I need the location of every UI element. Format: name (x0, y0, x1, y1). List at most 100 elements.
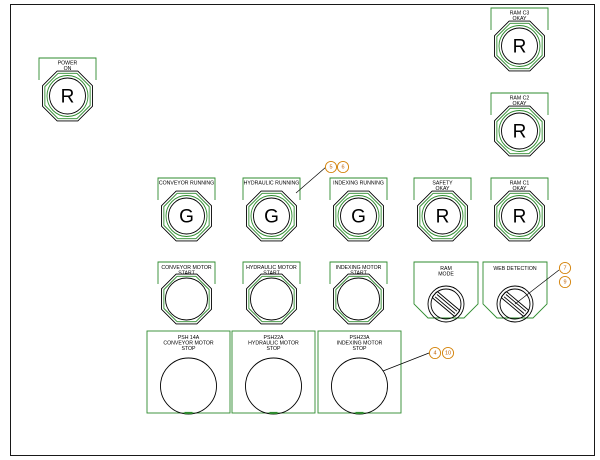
legend-plate-outline (329, 261, 388, 284)
selector-web-detection[interactable]: WEB DETECTION (482, 261, 548, 323)
device-label-line: CONVEYOR MOTOR (163, 341, 214, 347)
callout-number: 7 (563, 265, 566, 271)
button-octagon-bezel (161, 273, 212, 325)
legend-plate-outline (490, 92, 549, 115)
callout-number: 6 (341, 164, 344, 170)
device-label-line: START (263, 271, 280, 277)
legend-plate-outline (157, 177, 216, 200)
indicator-lens-letter: R (436, 207, 450, 228)
selector-body (499, 288, 531, 320)
legend-plate-outline (242, 261, 301, 284)
callout-bubble (558, 261, 572, 275)
button-cap (165, 277, 208, 321)
indicator-octagon-inner (163, 192, 210, 240)
indicator-lens-letter: G (351, 207, 366, 228)
button-octagon-inner (335, 275, 382, 323)
callout-number: 5 (329, 164, 332, 170)
indicator-lens-letter: R (513, 122, 527, 143)
panel-border (10, 4, 595, 456)
device-label-line: RAM C2 (510, 96, 530, 102)
callout-leader-line (382, 352, 430, 372)
indicator-octagon-inner (335, 192, 382, 240)
callout-bubble (558, 275, 572, 289)
indicator-indexing-running: INDEXING RUNNING G (329, 177, 388, 242)
device-label-line: START (350, 271, 367, 277)
callout-7-9: 79 (514, 261, 572, 305)
indicator-ring (250, 195, 293, 237)
indicator-octagon-bezel (417, 190, 468, 242)
device-label-line: INDEXING RUNNING (333, 181, 384, 187)
callout-4-10: 4 10 (382, 346, 455, 372)
device-label-line: CONVEYOR MOTOR (161, 265, 212, 271)
indicator-ring (46, 75, 89, 117)
device-label-line: OKAY (512, 16, 527, 22)
device-label-line: START (178, 271, 195, 277)
indicator-octagon-inner (496, 192, 543, 240)
indicator-octagon-inner (419, 192, 466, 240)
indicator-octagon-bezel (161, 190, 212, 242)
device-label-line: HYDRAULIC MOTOR (246, 265, 297, 271)
indicator-ring (498, 195, 541, 237)
device-label-line: POWER (58, 61, 78, 67)
indicator-ring (498, 25, 541, 67)
selector-plate-outline (482, 261, 548, 319)
indicator-lens (501, 112, 538, 150)
device-label-line: RAM C3 (510, 11, 530, 17)
callout-number: 9 (563, 279, 566, 285)
device-label-line: CONVEYOR RUNNING (159, 181, 214, 187)
device-label-line: OKAY (435, 186, 450, 192)
indicator-octagon-bezel (246, 190, 297, 242)
indicator-lens (253, 197, 290, 235)
indicator-lens (501, 197, 538, 235)
callout-number: 4 (433, 350, 436, 356)
indicator-octagon-bezel (494, 20, 545, 72)
selector-handle-ridge (434, 296, 456, 314)
callout-leader-line (295, 166, 327, 194)
indicator-octagon-bezel (42, 70, 93, 122)
legend-plate-outline (157, 261, 216, 284)
device-label-line: PSH22A (264, 335, 284, 341)
device-label-line: RAM (440, 266, 452, 272)
indicator-lens-letter: R (61, 87, 75, 108)
indicator-lens-letter: R (513, 207, 527, 228)
button-octagon-inner (163, 275, 210, 323)
indicator-lens-letter: R (513, 37, 527, 58)
indicator-octagon-bezel (333, 190, 384, 242)
selector-handle[interactable] (432, 291, 460, 317)
device-label-line: PSH23A (350, 335, 370, 341)
legend-plate-outline (38, 57, 97, 80)
callout-number: 10 (445, 350, 451, 356)
indicator-ring (337, 195, 380, 237)
legend-plate-outline (242, 177, 301, 200)
button-octagon-inner (248, 275, 295, 323)
indicator-lens (168, 197, 205, 235)
device-label-line: MODE (438, 272, 454, 278)
stop-mushroom-head (160, 357, 217, 415)
indicator-lens (501, 27, 538, 65)
stop-mushroom-head (331, 357, 388, 415)
selector-handle-outline (501, 291, 529, 317)
callout-leader-line (514, 269, 560, 305)
device-label-line: OKAY (512, 186, 527, 192)
indicator-octagon-inner (248, 192, 295, 240)
device-label-line: ON (64, 66, 72, 72)
selector-body (430, 288, 462, 320)
indicator-lens (424, 197, 461, 235)
indicator-lens-letter: G (179, 207, 194, 228)
callout-bubble (336, 160, 350, 174)
indicator-conveyor-running: CONVEYOR RUNNING G (157, 177, 216, 242)
